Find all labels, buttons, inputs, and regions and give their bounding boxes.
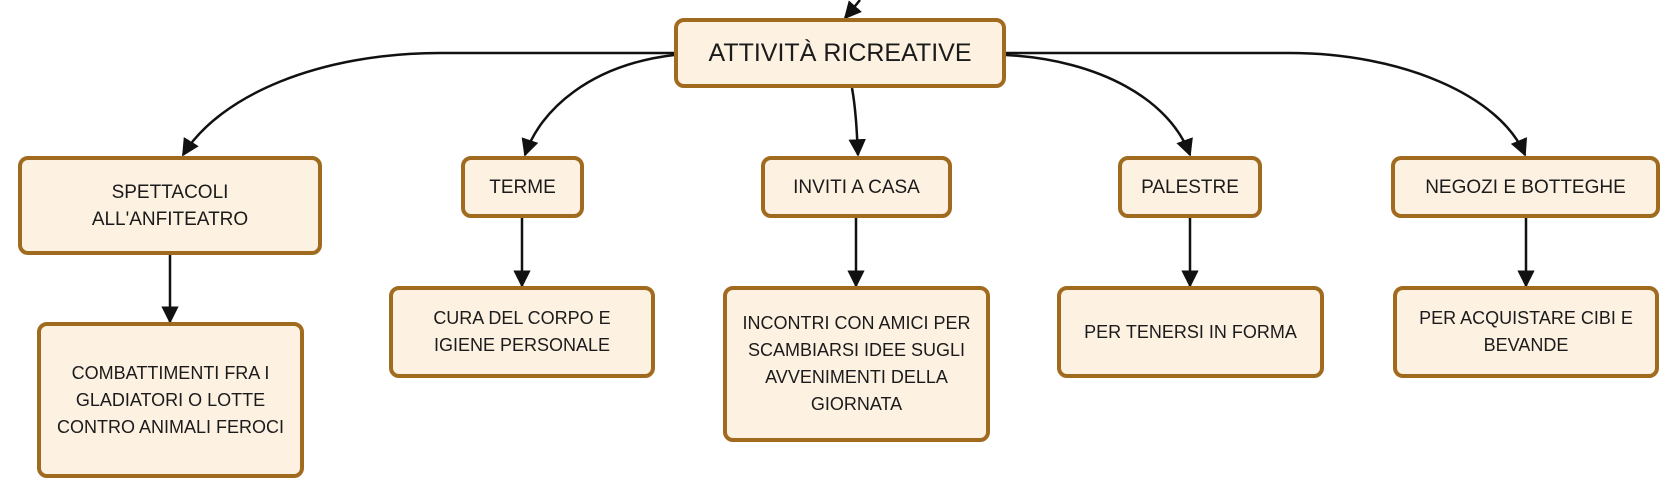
branch-label: TERME <box>489 176 556 198</box>
root-label: ATTIVITÀ RICREATIVE <box>708 39 972 67</box>
branch-node-terme: TERME <box>461 156 584 218</box>
detail-node-negozi: PER ACQUISTARE CIBI E BEVANDE <box>1393 286 1659 378</box>
edge-root-to-spettacoli <box>181 51 674 157</box>
detail-label: PER TENERSI IN FORMA <box>1084 321 1297 342</box>
branch-label: PALESTRE <box>1141 176 1239 198</box>
branch-label: SPETTACOLI ALL'ANFITEATRO <box>91 181 249 230</box>
detail-label: PER ACQUISTARE CIBI E BEVANDE <box>1419 308 1633 355</box>
edge-incoming-root <box>843 0 862 20</box>
edge-root-to-inviti <box>848 87 866 157</box>
detail-label: COMBATTIMENTI FRA I GLADIATORI O LOTTE C… <box>56 362 285 437</box>
detail-node-terme: CURA DEL CORPO E IGIENE PERSONALE <box>389 286 655 378</box>
branch-node-spettacoli: SPETTACOLI ALL'ANFITEATRO <box>18 156 322 255</box>
detail-node-inviti: INCONTRI CON AMICI PER SCAMBIARSI IDEE S… <box>723 286 990 442</box>
branch-label: NEGOZI E BOTTEGHE <box>1425 176 1626 198</box>
branch-node-palestre: PALESTRE <box>1118 156 1262 218</box>
edge-root-to-negozi <box>1006 51 1527 157</box>
branch-node-negozi: NEGOZI E BOTTEGHE <box>1391 156 1660 218</box>
branch-label: INVITI A CASA <box>793 176 920 198</box>
edge-root-to-terme <box>521 53 675 157</box>
detail-node-spettacoli: COMBATTIMENTI FRA I GLADIATORI O LOTTE C… <box>37 322 304 478</box>
detail-node-palestre: PER TENERSI IN FORMA <box>1057 286 1324 378</box>
branch-node-inviti: INVITI A CASA <box>761 156 952 218</box>
root-node: ATTIVITÀ RICREATIVE <box>674 18 1006 88</box>
detail-label: INCONTRI CON AMICI PER SCAMBIARSI IDEE S… <box>742 313 971 414</box>
detail-label: CURA DEL CORPO E IGIENE PERSONALE <box>433 308 611 355</box>
edge-root-to-palestre <box>1005 53 1193 157</box>
